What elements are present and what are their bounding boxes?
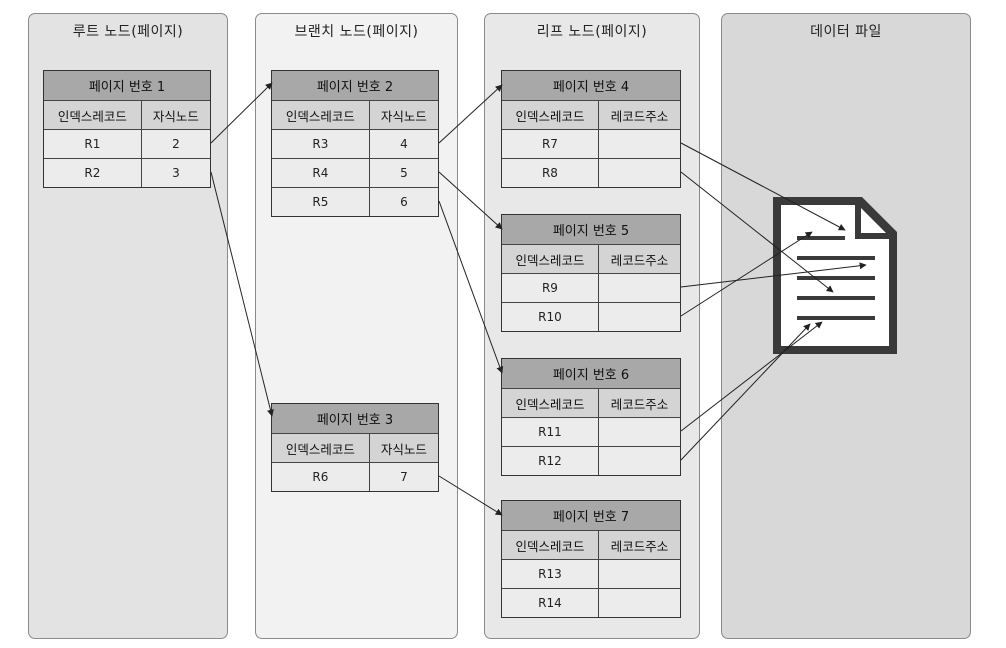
table-row: R11	[502, 417, 680, 446]
column-header-index-record: 인덱스레코드	[272, 434, 369, 462]
column-header-index-record: 인덱스레코드	[502, 245, 598, 273]
column-header-pointer: 레코드주소	[597, 389, 680, 417]
column-header-index-record: 인덱스레코드	[502, 389, 598, 417]
column-header-index-record: 인덱스레코드	[502, 531, 598, 559]
index-record-cell: R3	[272, 130, 369, 158]
index-record-cell: R11	[502, 418, 598, 446]
table-row: R13	[502, 559, 680, 588]
data-file-title: 데이터 파일	[810, 24, 882, 40]
index-record-cell: R7	[502, 130, 598, 158]
table-row: R7	[502, 129, 680, 158]
pointer-cell	[597, 159, 680, 187]
table-row: R9	[502, 273, 680, 302]
column-header-pointer: 자식노드	[368, 101, 438, 129]
page-title: 페이지 번호 4	[502, 71, 680, 100]
index-record-cell: R12	[502, 447, 598, 475]
pointer-cell: 2	[140, 130, 210, 158]
column-header-pointer: 레코드주소	[597, 101, 680, 129]
index-record-cell: R6	[272, 463, 369, 491]
branch-node-title: 브랜치 노드(페이지)	[294, 24, 419, 40]
table-row: R14	[502, 588, 680, 617]
pointer-cell	[597, 418, 680, 446]
table-row: R10	[502, 302, 680, 331]
page-title: 페이지 번호 1	[44, 71, 210, 100]
index-record-cell: R9	[502, 274, 598, 302]
pointer-cell: 5	[368, 159, 438, 187]
data-file-column: 데이터 파일	[721, 13, 971, 639]
pointer-cell: 6	[368, 188, 438, 216]
page-title: 페이지 번호 2	[272, 71, 438, 100]
pointer-cell: 7	[368, 463, 438, 491]
column-header-index-record: 인덱스레코드	[272, 101, 369, 129]
index-record-cell: R5	[272, 188, 369, 216]
index-record-cell: R2	[44, 159, 141, 187]
index-record-cell: R10	[502, 303, 598, 331]
column-header-index-record: 인덱스레코드	[502, 101, 598, 129]
column-header-pointer: 자식노드	[140, 101, 210, 129]
index-record-cell: R1	[44, 130, 141, 158]
leaf-node-title: 리프 노드(페이지)	[536, 24, 648, 40]
column-header-pointer: 레코드주소	[597, 531, 680, 559]
root-node-title: 루트 노드(페이지)	[72, 24, 184, 40]
pointer-cell	[597, 274, 680, 302]
pointer-cell	[597, 130, 680, 158]
page-title: 페이지 번호 3	[272, 404, 438, 433]
pointer-cell	[597, 589, 680, 617]
index-record-cell: R8	[502, 159, 598, 187]
table-row: R12	[502, 446, 680, 475]
pointer-cell	[597, 560, 680, 588]
pointer-cell: 4	[368, 130, 438, 158]
column-header-pointer: 자식노드	[368, 434, 438, 462]
column-header-index-record: 인덱스레코드	[44, 101, 141, 129]
page-title: 페이지 번호 7	[502, 501, 680, 530]
index-record-cell: R4	[272, 159, 369, 187]
pointer-cell: 3	[140, 159, 210, 187]
index-record-cell: R13	[502, 560, 598, 588]
pointer-cell	[597, 303, 680, 331]
page-title: 페이지 번호 6	[502, 359, 680, 388]
table-row: R8	[502, 158, 680, 187]
page-title: 페이지 번호 5	[502, 215, 680, 244]
index-record-cell: R14	[502, 589, 598, 617]
pointer-cell	[597, 447, 680, 475]
column-header-pointer: 레코드주소	[597, 245, 680, 273]
